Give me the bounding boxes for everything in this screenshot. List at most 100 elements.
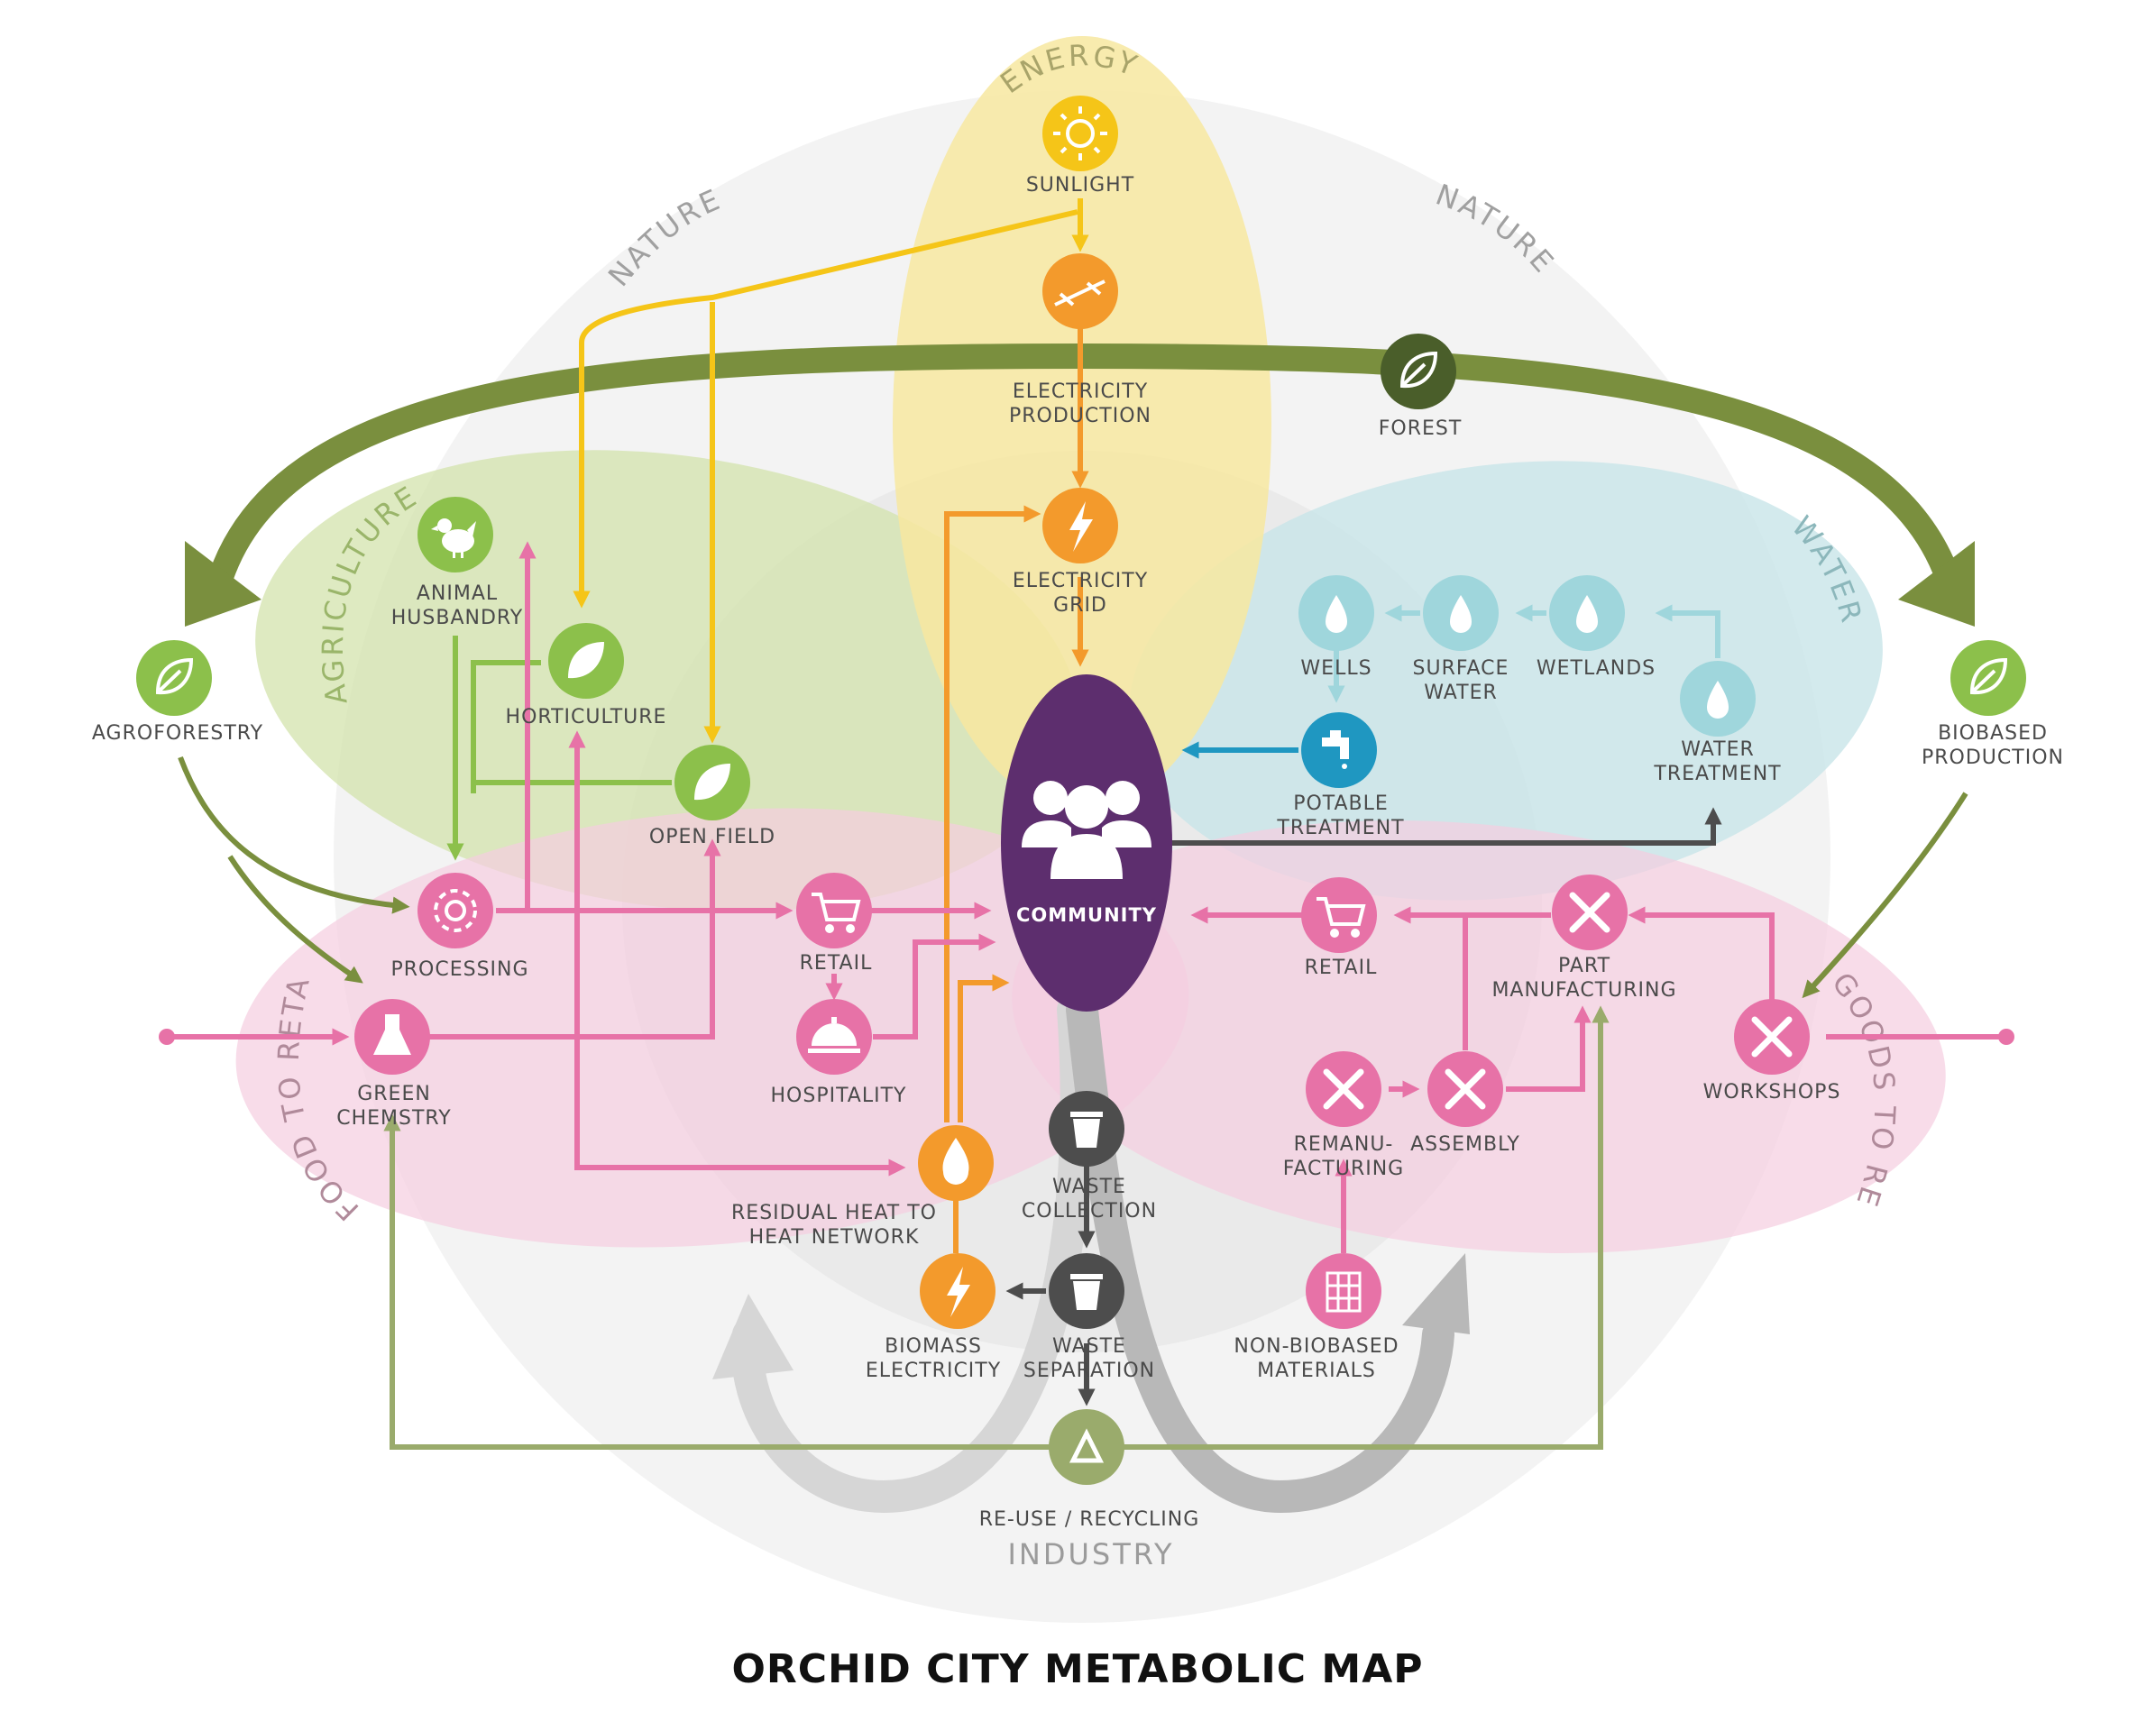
agroforestry-label: AGROFORESTRY [92, 722, 263, 745]
node-electricity-production[interactable]: ELECTRICITY PRODUCTION [1009, 253, 1151, 427]
node-animal-husbandry[interactable]: ANIMAL HUSBANDRY [391, 497, 523, 629]
forest-arrow-left [185, 541, 261, 627]
node-wells[interactable]: WELLS [1298, 575, 1374, 680]
waste-collection-label-1: WASTE [1052, 1176, 1126, 1198]
tools-icon [1569, 892, 1610, 933]
drop-icon [1576, 595, 1598, 633]
node-surface-water[interactable]: SURFACE WATER [1413, 575, 1509, 704]
drop-icon [1326, 595, 1347, 633]
node-forest[interactable]: FOREST [1379, 334, 1463, 440]
node-reuse-recycling[interactable]: RE-USE / RECYCLING [979, 1409, 1200, 1531]
tools-icon [1751, 1016, 1793, 1058]
node-potable-treatment[interactable]: POTABLE TREATMENT [1276, 712, 1404, 839]
zone-label-industry: INDUSTRY [1007, 1537, 1174, 1571]
node-water-treatment[interactable]: WATER TREATMENT [1653, 661, 1781, 785]
non-biobased-label-1: NON-BIOBASED [1234, 1335, 1399, 1358]
leaf-icon [1399, 351, 1438, 389]
remanufacturing-label-1: REMANU- [1294, 1133, 1394, 1156]
node-open-field[interactable]: OPEN FIELD [649, 745, 775, 848]
node-hospitality[interactable]: HOSPITALITY [771, 999, 907, 1107]
open-field-label: OPEN FIELD [649, 826, 775, 848]
residual-heat-label-1: RESIDUAL HEAT TO [731, 1202, 937, 1224]
lightning-icon [947, 1267, 970, 1317]
retail-left-label: RETAIL [800, 952, 873, 975]
node-retail-left[interactable]: RETAIL [796, 873, 872, 975]
processing-label: PROCESSING [390, 958, 528, 981]
people-icon [1022, 781, 1151, 879]
biobased-production-label-1: BIOBASED [1938, 722, 2048, 745]
potable-treatment-label-1: POTABLE [1293, 792, 1389, 815]
node-remanufacturing[interactable]: REMANU- FACTURING [1283, 1051, 1404, 1180]
industry-loop-arrow-left [712, 1294, 794, 1379]
node-retail-right[interactable]: RETAIL [1301, 877, 1377, 979]
residual-heat-label-2: HEAT NETWORK [749, 1226, 920, 1249]
node-processing[interactable]: PROCESSING [390, 873, 528, 981]
node-wetlands[interactable]: WETLANDS [1537, 575, 1656, 680]
horticulture-label: HORTICULTURE [506, 706, 667, 728]
hospitality-label: HOSPITALITY [771, 1085, 907, 1107]
node-non-biobased-materials[interactable]: NON-BIOBASED MATERIALS [1234, 1253, 1399, 1382]
node-part-manufacturing[interactable]: PART MANUFACTURING [1491, 875, 1676, 1002]
waste-separation-label-1: WASTE [1052, 1335, 1126, 1358]
waste-separation-label-2: SEPARATION [1023, 1360, 1155, 1382]
industry-loop [712, 994, 1470, 1514]
workshops-label: WORKSHOPS [1703, 1081, 1841, 1104]
nodes: SUNLIGHT ELECTRICITY PRODUCTION ELECTRIC… [92, 96, 2064, 1531]
sunlight-label: SUNLIGHT [1026, 174, 1134, 197]
animal-husbandry-label-2: HUSBANDRY [391, 607, 523, 629]
gear-icon [434, 889, 477, 932]
node-workshops[interactable]: WORKSHOPS [1703, 999, 1841, 1104]
cart-icon [812, 893, 861, 933]
node-residual-heat[interactable]: RESIDUAL HEAT TO HEAT NETWORK [731, 1125, 994, 1249]
waste-collection-label-2: COLLECTION [1022, 1200, 1157, 1223]
leaf-icon [568, 642, 604, 679]
water-zone [1129, 461, 1883, 901]
leaf-icon [694, 764, 730, 801]
bell-icon [808, 1017, 860, 1053]
node-assembly[interactable]: ASSEMBLY [1410, 1051, 1520, 1156]
diagram-title: ORCHID CITY METABOLIC MAP [731, 1646, 1423, 1692]
node-electricity-grid[interactable]: ELECTRICITY GRID [1013, 488, 1148, 617]
part-manufacturing-label-1: PART [1558, 955, 1610, 977]
leaf-icon [1969, 657, 2008, 695]
electricity-production-label-2: PRODUCTION [1009, 405, 1151, 427]
part-manufacturing-label-2: MANUFACTURING [1491, 979, 1676, 1002]
remanufacturing-label-2: FACTURING [1283, 1158, 1404, 1180]
wetlands-label: WETLANDS [1537, 657, 1656, 680]
forest-arrow-right [1898, 541, 1975, 627]
node-biobased-production[interactable]: BIOBASED PRODUCTION [1922, 640, 2064, 769]
solar-panel-icon [1054, 279, 1106, 307]
non-biobased-label-2: MATERIALS [1257, 1360, 1376, 1382]
tools-icon [1323, 1068, 1364, 1110]
goods-retail-zone [1012, 820, 1946, 1253]
tap-icon [1322, 730, 1349, 769]
biobased-production-label-2: PRODUCTION [1922, 747, 2064, 769]
assembly-label: ASSEMBLY [1410, 1133, 1520, 1156]
drop-icon [1707, 681, 1729, 719]
electricity-grid-label-2: GRID [1053, 594, 1107, 617]
electricity-production-label-1: ELECTRICITY [1013, 380, 1148, 403]
biomass-electricity-label-1: BIOMASS [885, 1335, 982, 1358]
community-label: COMMUNITY [1016, 904, 1157, 926]
node-waste-separation[interactable]: WASTE SEPARATION [1023, 1253, 1155, 1382]
node-green-chemistry[interactable]: GREEN CHEMSTRY [336, 999, 452, 1130]
bin-icon [1070, 1112, 1103, 1148]
forest-label: FOREST [1379, 417, 1463, 440]
drop-icon [1450, 595, 1472, 633]
node-community[interactable]: COMMUNITY [1001, 674, 1172, 1012]
node-sunlight[interactable]: SUNLIGHT [1026, 96, 1134, 197]
surface-water-label-1: SURFACE [1413, 657, 1509, 680]
recycle-icon [1069, 1428, 1105, 1463]
animal-husbandry-label-1: ANIMAL [417, 582, 498, 605]
flame-icon [942, 1138, 969, 1185]
cart-icon [1317, 897, 1366, 938]
grid-icon [1326, 1271, 1362, 1313]
leaf-icon [155, 657, 194, 695]
surface-water-label-2: WATER [1424, 682, 1498, 704]
node-waste-collection[interactable]: WASTE COLLECTION [1022, 1091, 1157, 1223]
node-biomass-electricity[interactable]: BIOMASS ELECTRICITY [866, 1253, 1001, 1382]
node-horticulture[interactable]: HORTICULTURE [506, 623, 667, 728]
node-agroforestry[interactable]: AGROFORESTRY [92, 640, 263, 745]
water-treatment-label-2: TREATMENT [1653, 763, 1781, 785]
